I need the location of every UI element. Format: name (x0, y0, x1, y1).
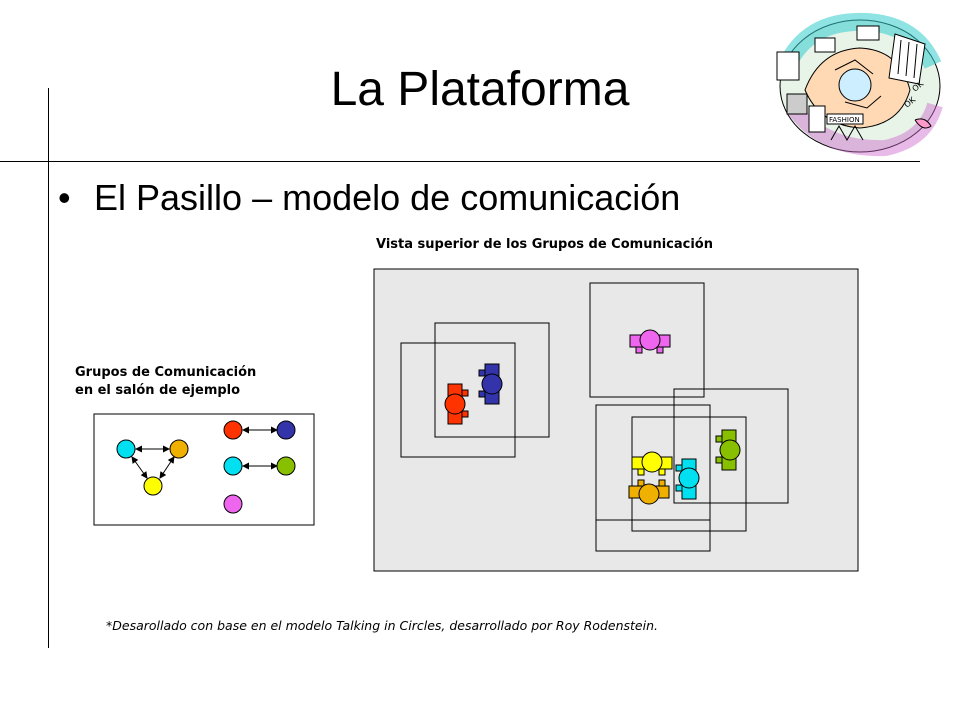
range-square (595, 404, 711, 552)
range-square (434, 322, 550, 438)
avatar-pink (223, 494, 243, 514)
avatar-yellow (143, 476, 163, 496)
bidirectional-arrow-icon (159, 456, 175, 479)
groups-caption: Grupos de Comunicación en el salón de ej… (75, 364, 256, 400)
avatar-cyan (116, 439, 136, 459)
groups-caption-line2: en el salón de ejemplo (75, 383, 241, 398)
avatar-gold (169, 439, 189, 459)
top-view-panel (373, 268, 859, 572)
avatar-icon-cyan (675, 458, 700, 500)
range-square (400, 342, 516, 458)
avatar-cyan-2 (223, 456, 243, 476)
footnote: *Desarollado con base en el modelo Talki… (106, 618, 658, 633)
bullet-item: • El Pasillo – modelo de comunicación (58, 176, 680, 220)
avatar-navy (276, 420, 296, 440)
avatar-icon-navy (478, 363, 503, 405)
avatar-green (276, 456, 296, 476)
avatar-icon-green (715, 429, 741, 471)
range-square (589, 282, 705, 398)
bullet-symbol: • (58, 177, 71, 218)
bidirectional-arrow-icon (131, 456, 148, 479)
groups-caption-line1: Grupos de Comunicación (75, 365, 257, 380)
logo-text-fashion: FASHION (829, 116, 860, 124)
top-view-diagram (373, 268, 859, 572)
avatar-red (223, 420, 243, 440)
avatar-icon-gold (628, 479, 670, 505)
slide-title: La Plataforma (330, 63, 630, 116)
vertical-rule (48, 88, 49, 648)
range-square (631, 416, 747, 532)
groups-diagram (93, 413, 315, 526)
horizontal-rule (0, 161, 920, 162)
top-view-caption: Vista superior de los Grupos de Comunica… (376, 237, 713, 252)
bullet-text: El Pasillo – modelo de comunicación (94, 177, 681, 218)
decorative-logo-icon: FASHION OK OK (776, 12, 943, 157)
range-square (673, 388, 789, 504)
avatar-icon-red (444, 383, 469, 425)
avatar-icon-yellow (631, 451, 673, 476)
avatar-icon-pink (629, 329, 671, 354)
